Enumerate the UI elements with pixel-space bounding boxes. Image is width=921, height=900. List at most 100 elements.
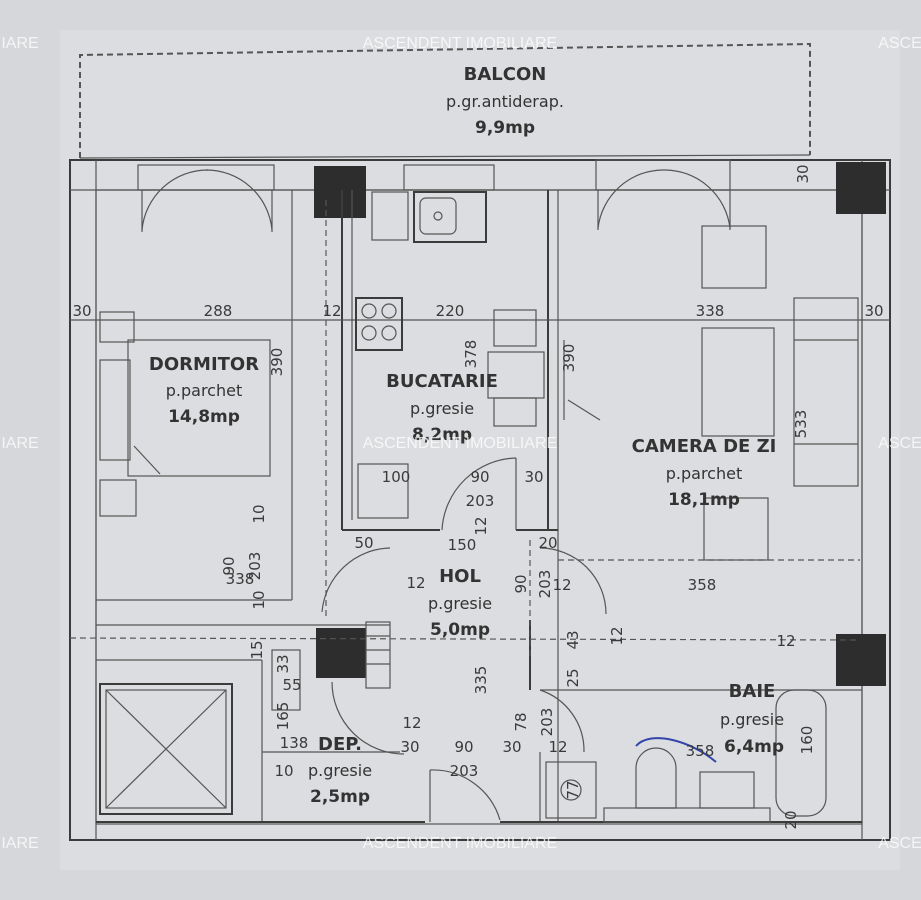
column-middle bbox=[316, 628, 366, 678]
dim-label: 90 bbox=[454, 738, 473, 756]
dim-label: 30 bbox=[502, 738, 521, 756]
dim-label: 30 bbox=[794, 164, 812, 183]
dim-label: 12 bbox=[608, 626, 626, 645]
room-baie-area: 6,4mp bbox=[724, 737, 784, 757]
bathroom-fixtures-icon bbox=[545, 689, 827, 823]
dim-label: 10 bbox=[250, 504, 268, 523]
dim-label: 30 bbox=[864, 302, 883, 320]
balcony-door-left bbox=[137, 164, 275, 232]
dim-label: 100 bbox=[382, 468, 411, 486]
room-camera-name: CAMERA DE ZI bbox=[632, 436, 777, 457]
watermark-middle-center: ASCENDENT IMOBILIARE bbox=[363, 435, 557, 452]
living-furniture-icon bbox=[563, 225, 859, 561]
dim-label: 12 bbox=[322, 302, 341, 320]
dim-label: 150 bbox=[448, 536, 477, 554]
dimension-labels: 30 288 12 220 338 30 30 390 378 390 533 … bbox=[72, 164, 883, 829]
dim-label: 220 bbox=[436, 302, 465, 320]
watermark-bottom-center: ASCENDENT IMOBILIARE bbox=[363, 835, 557, 852]
dim-label: 12 bbox=[776, 632, 795, 650]
dim-label: 10 bbox=[250, 590, 268, 609]
dim-label: 390 bbox=[560, 344, 578, 373]
dim-label: 138 bbox=[280, 734, 309, 752]
dim-label: 358 bbox=[688, 576, 717, 594]
dimension-lines bbox=[69, 200, 890, 660]
column-top-right bbox=[836, 162, 886, 214]
dim-label: 203 bbox=[450, 762, 479, 780]
room-balcon-name: BALCON bbox=[464, 64, 547, 85]
balcony-door-right bbox=[595, 159, 731, 230]
room-dormitor-floor: p.parchet bbox=[166, 381, 242, 400]
dim-label: 335 bbox=[472, 666, 490, 695]
dim-label: 33 bbox=[274, 654, 292, 673]
watermark-middle-left: IARE bbox=[1, 435, 38, 452]
room-dep-floor: p.gresie bbox=[308, 761, 372, 780]
dim-label: 10 bbox=[274, 762, 293, 780]
dim-label: 12 bbox=[472, 516, 490, 535]
dim-label: 203 bbox=[538, 708, 556, 737]
watermarks: ASCENDENT IMOBILIARE IARE ASCE ASCENDENT… bbox=[1, 35, 921, 852]
dim-label: 12 bbox=[548, 738, 567, 756]
watermark-top-right: ASCE bbox=[878, 35, 921, 52]
cooktop-icon bbox=[355, 297, 403, 351]
dim-label: 203 bbox=[466, 492, 495, 510]
kitchen-window bbox=[403, 164, 495, 191]
room-baie-name: BAIE bbox=[729, 681, 776, 702]
room-bucatarie-floor: p.gresie bbox=[410, 399, 474, 418]
column-bottom-right bbox=[836, 634, 886, 686]
kitchen-sink-icon bbox=[371, 191, 487, 243]
room-hol-floor: p.gresie bbox=[428, 594, 492, 613]
dim-label: 12 bbox=[406, 574, 425, 592]
room-hol-name: HOL bbox=[439, 566, 481, 587]
watermark-bottom-right: ASCE bbox=[878, 835, 921, 852]
dim-label: 12 bbox=[402, 714, 421, 732]
dim-label: 338 bbox=[226, 570, 255, 588]
room-bucatarie-name: BUCATARIE bbox=[386, 371, 498, 392]
dim-label: 50 bbox=[354, 534, 373, 552]
dim-label: 25 bbox=[564, 668, 582, 687]
watermark-top-center: ASCENDENT IMOBILIARE bbox=[363, 35, 557, 52]
dim-label: 30 bbox=[400, 738, 419, 756]
dim-label: 165 bbox=[274, 702, 292, 731]
room-camera-floor: p.parchet bbox=[666, 464, 742, 483]
dim-label: 390 bbox=[268, 348, 286, 377]
dim-label: 90 bbox=[470, 468, 489, 486]
dim-label: 378 bbox=[462, 340, 480, 369]
dim-label: 55 bbox=[282, 676, 301, 694]
dim-label: 338 bbox=[696, 302, 725, 320]
dim-label: 30 bbox=[72, 302, 91, 320]
dim-label: 78 bbox=[512, 712, 530, 731]
dim-label: 20 bbox=[782, 810, 800, 829]
column-top-left bbox=[314, 166, 366, 218]
dim-label: 203 bbox=[246, 552, 264, 581]
watermark-top-left: IARE bbox=[1, 35, 38, 52]
hall-doors bbox=[321, 457, 607, 822]
watermark-middle-right: ASCE bbox=[878, 435, 921, 452]
dim-label: 90 bbox=[512, 574, 530, 593]
dim-label: 358 bbox=[686, 742, 715, 760]
bed-icon bbox=[99, 311, 271, 517]
room-hol-area: 5,0mp bbox=[430, 620, 490, 640]
room-balcon-floor: p.gr.antiderap. bbox=[446, 92, 564, 111]
balcony-outline bbox=[79, 42, 811, 159]
room-dep-name: DEP. bbox=[318, 734, 362, 755]
dim-label: 30 bbox=[524, 468, 543, 486]
room-dormitor-area: 14,8mp bbox=[168, 407, 240, 427]
stairs-icon bbox=[271, 621, 391, 711]
dining-chairs-icon bbox=[357, 309, 545, 519]
room-baie-floor: p.gresie bbox=[720, 710, 784, 729]
dim-label: 288 bbox=[204, 302, 233, 320]
dim-label: 203 bbox=[536, 570, 554, 599]
dim-label: 15 bbox=[248, 640, 266, 659]
room-bucatarie-area: 8,2mp bbox=[412, 425, 472, 445]
dim-label: 20 bbox=[538, 534, 557, 552]
dim-label: 43 bbox=[564, 630, 582, 649]
dim-label: 533 bbox=[792, 410, 810, 439]
room-camera-area: 18,1mp bbox=[668, 490, 740, 510]
dim-label: 12 bbox=[552, 576, 571, 594]
dim-label: 90 bbox=[220, 556, 238, 575]
dim-label: 77 bbox=[564, 780, 582, 799]
dim-label: 160 bbox=[798, 726, 816, 755]
room-dep-area: 2,5mp bbox=[310, 787, 370, 807]
